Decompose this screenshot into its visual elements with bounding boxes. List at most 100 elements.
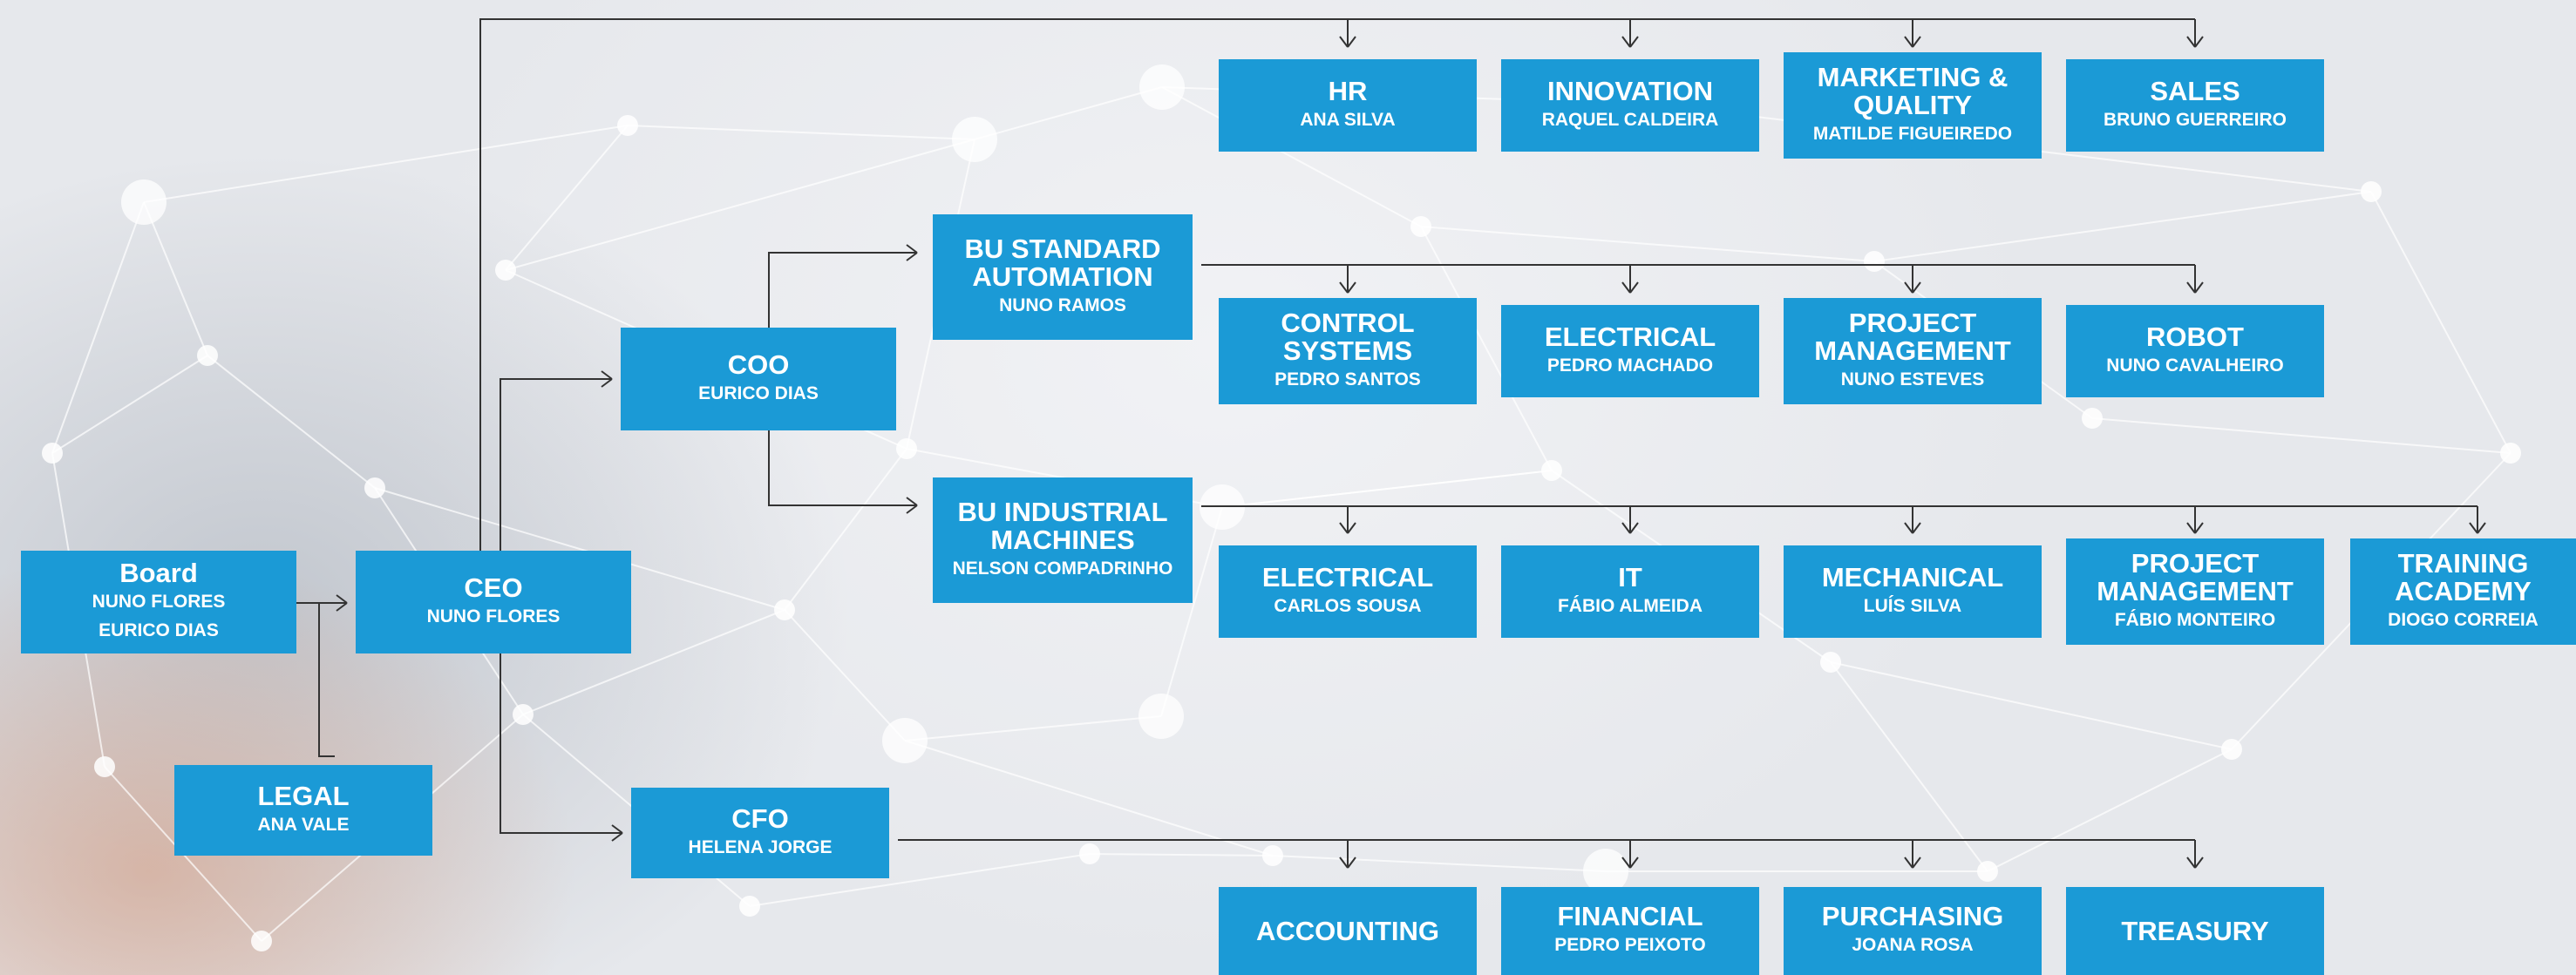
network-line [1830,661,2233,750]
connector-line [906,497,918,514]
network-line [2091,417,2511,454]
connector-line [2186,36,2204,48]
connector-line [611,824,623,842]
node-person: PEDRO SANTOS [1274,369,1421,389]
node-title: ROBOT [2146,321,2244,352]
node-person: PEDRO PEIXOTO [1554,935,1706,955]
network-node [896,438,917,459]
node-person: NELSON COMPADRINHO [952,558,1173,579]
node-title: PROJECT MANAGEMENT [2097,547,2294,606]
network-line [904,715,1162,741]
network-node [739,896,760,917]
network-node [617,115,638,136]
coo-box: COO EURICO DIAS [621,328,896,430]
network-line [784,609,906,741]
node-person: EURICO DIAS [698,383,819,403]
node-person: NUNO FLORES [426,606,561,626]
connector-line [500,378,612,551]
connector-line [2186,522,2204,534]
node-title: BU STANDARD AUTOMATION [964,233,1161,292]
connector-line [1621,522,1639,534]
bu-standard-automation-box: BU STANDARD AUTOMATION NUNO RAMOS [933,214,1193,340]
node-title: MARKETING & QUALITY [1817,61,2008,120]
node-person: DIOGO CORREIA [2388,609,2539,630]
node-person: FÁBIO ALMEIDA [1557,595,1703,616]
network-line [1161,86,1422,227]
network-node [495,260,516,281]
network-node [1138,694,1184,739]
node-person: EURICO DIAS [99,620,219,640]
marketing-quality-box: MARKETING & QUALITY MATILDE FIGUEIREDO [1784,52,2042,159]
network-line [749,853,1091,907]
connector-line [336,594,348,612]
connector-line [500,653,622,834]
connector-line [906,244,918,261]
node-title: MECHANICAL [1821,561,2004,592]
network-node [1262,845,1283,866]
node-person: PEDRO MACHADO [1546,355,1714,376]
network-line [1420,226,1875,262]
node-person: NUNO RAMOS [999,295,1126,315]
node-title: COO [727,349,790,380]
network-line [505,139,975,271]
electrical-std-box: ELECTRICAL PEDRO MACHADO [1501,305,1759,397]
node-person: NUNO FLORES [92,592,226,612]
network-line [207,355,376,489]
network-node [1410,216,1431,237]
network-node [952,117,997,162]
connector-line [479,18,2195,551]
network-node [2221,739,2242,760]
network-line [1221,470,1553,508]
node-title: PURCHASING [1821,901,2004,931]
node-title: ELECTRICAL [1544,321,1716,352]
network-line [1420,226,1553,471]
connector-line [2186,281,2204,294]
connector-line [768,252,917,328]
network-node [882,718,928,763]
network-node [364,477,385,498]
node-person: RAQUEL CALDEIRA [1541,109,1719,130]
connector-line [1621,281,1639,294]
network-line [784,448,907,611]
sales-box: SALES BRUNO GUERREIRO [2066,59,2324,152]
network-node [94,756,115,777]
network-line [627,125,975,140]
network-line [143,125,629,203]
network-line [1873,191,2372,262]
node-title: HR [1328,75,1368,106]
network-line [1987,748,2233,872]
node-title: LEGAL [257,780,350,811]
connector-line [1339,281,1356,294]
network-node [513,704,534,725]
network-line [505,125,629,271]
connector-line [1621,36,1639,48]
connector-line [2186,857,2204,869]
node-title: INNOVATION [1546,75,1713,106]
node-person: BRUNO GUERREIRO [2103,109,2287,130]
network-line [1089,853,1274,857]
node-title: SALES [2150,75,2240,106]
network-line [51,201,145,454]
node-person: MATILDE FIGUEIREDO [1812,123,2013,144]
network-line [904,740,1274,857]
network-line [2370,191,2511,454]
node-person: FÁBIO MONTEIRO [2114,609,2276,630]
connector-line [601,370,613,388]
network-line [522,609,785,715]
network-node [1583,849,1628,894]
network-line [51,355,208,454]
accounting-box: ACCOUNTING [1219,887,1477,975]
network-line [374,487,785,611]
network-node [774,599,795,620]
node-title: PROJECT MANAGEMENT [1814,307,2011,366]
